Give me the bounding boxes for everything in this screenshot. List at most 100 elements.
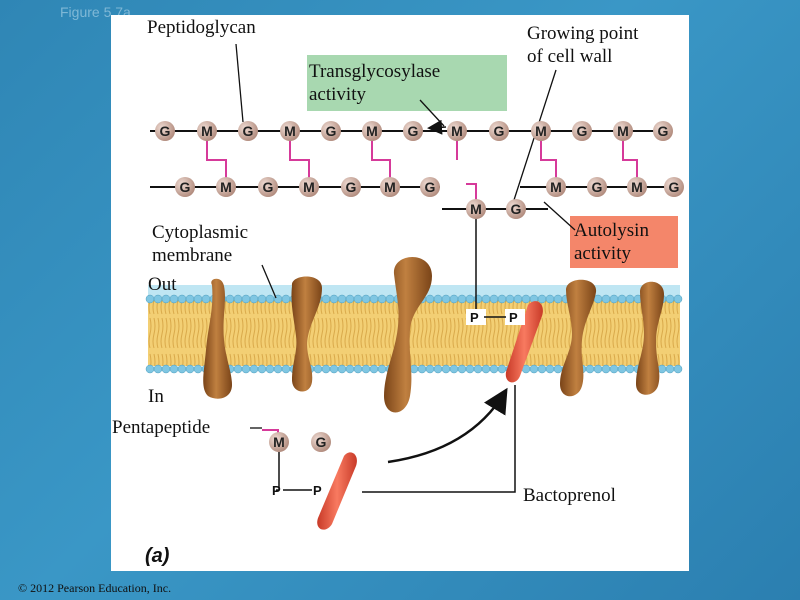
lipid-head (625, 294, 635, 304)
lipid-head (233, 364, 243, 374)
lipid-head (593, 364, 603, 374)
nag-bead: G (653, 121, 673, 141)
phosphate-membrane-1: P (470, 310, 479, 325)
svg-text:M: M (384, 179, 396, 195)
nam-bead: M (197, 121, 217, 141)
svg-text:G: G (263, 179, 274, 195)
lipid-head (233, 294, 243, 304)
svg-text:M: M (220, 179, 232, 195)
nam-bead: M (627, 177, 647, 197)
svg-text:M: M (284, 123, 296, 139)
lipid-head (169, 364, 179, 374)
lipid-head (361, 364, 371, 374)
lipid-head (497, 364, 507, 374)
lipid-head (545, 364, 555, 374)
growing-point-label-line1: Growing point (527, 23, 639, 44)
lipid-head (385, 294, 395, 304)
lipid-head (177, 294, 187, 304)
svg-text:G: G (180, 179, 191, 195)
lipid-head (441, 294, 451, 304)
nam-bead: M (466, 199, 486, 219)
membrane-protein (384, 257, 432, 413)
lipid-head (609, 364, 619, 374)
svg-text:G: G (425, 179, 436, 195)
lipid-head (505, 294, 515, 304)
lipid-head (513, 294, 523, 304)
svg-text:G: G (243, 123, 254, 139)
lipid-head (417, 364, 427, 374)
lipid-head (249, 364, 259, 374)
nag-bead: G (420, 177, 440, 197)
lipid-head (153, 364, 163, 374)
svg-text:G: G (592, 179, 603, 195)
svg-text:M: M (201, 123, 213, 139)
lipid-head (265, 364, 275, 374)
transglycosylase-box (307, 55, 507, 111)
lipid-head (249, 294, 259, 304)
lipid-head (521, 294, 531, 304)
peptide-crosslinks (206, 140, 638, 434)
growing-point-label-line2: of cell wall (527, 46, 613, 67)
lipid-head (377, 294, 387, 304)
lipid-head (225, 294, 235, 304)
panel-label: (a) (145, 545, 170, 567)
lipid-head (473, 364, 483, 374)
lipid-head (353, 364, 363, 374)
lipid-head (257, 294, 267, 304)
nag-bead: G (258, 177, 278, 197)
membrane-protein (636, 281, 664, 395)
nag-bead: G (506, 199, 526, 219)
lipid-head (425, 294, 435, 304)
lipid-head (177, 364, 187, 374)
bactoprenol-membrane (505, 301, 543, 383)
svg-text:G: G (326, 123, 337, 139)
nag-bead: G (664, 177, 684, 197)
connector-lines (276, 218, 516, 493)
nam-bead: M (216, 177, 236, 197)
nag-bead: G (321, 121, 341, 141)
nag-bead: G (489, 121, 509, 141)
translocation-arrow (387, 387, 508, 464)
autolysin-label-line2: activity (574, 243, 631, 264)
lipid-head (593, 294, 603, 304)
svg-text:G: G (160, 123, 171, 139)
lipid-head (201, 294, 211, 304)
lipid-head (337, 294, 347, 304)
lipid-head (329, 364, 339, 374)
lipid-head (617, 364, 627, 374)
nam-bead: M (280, 121, 300, 141)
lipid-head (433, 364, 443, 374)
copyright: © 2012 Pearson Education, Inc. (18, 581, 172, 595)
lipid-head (465, 364, 475, 374)
svg-text:G: G (346, 179, 357, 195)
lipid-head (161, 294, 171, 304)
lipid-head (185, 364, 195, 374)
membrane-protein (291, 276, 322, 392)
out-label: Out (148, 274, 177, 295)
phosphate-precursor-1: P (272, 483, 281, 498)
lipid-head (321, 364, 331, 374)
lipid-head (185, 294, 195, 304)
lipid-head (609, 294, 619, 304)
lipid-head (265, 294, 275, 304)
nam-bead: M (447, 121, 467, 141)
lipid-head (145, 364, 155, 374)
svg-text:M: M (617, 123, 629, 139)
pentapeptide-label: Pentapeptide (112, 417, 211, 438)
lipid-head (353, 294, 363, 304)
lipid-head (449, 294, 459, 304)
lipid-head (617, 294, 627, 304)
lipid-head (657, 364, 667, 374)
nam-bead: M (269, 432, 289, 452)
lipid-head (241, 294, 251, 304)
lipid-head (241, 364, 251, 374)
svg-text:M: M (303, 179, 315, 195)
lipid-head (257, 364, 267, 374)
svg-text:G: G (658, 123, 669, 139)
nam-bead: M (546, 177, 566, 197)
lipid-head (537, 294, 547, 304)
nam-bead: M (380, 177, 400, 197)
phosphate-precursor-2: P (313, 483, 322, 498)
transglycosylase-label-line1: Transglycosylase (309, 61, 441, 82)
bactoprenol-carrier (317, 452, 357, 530)
